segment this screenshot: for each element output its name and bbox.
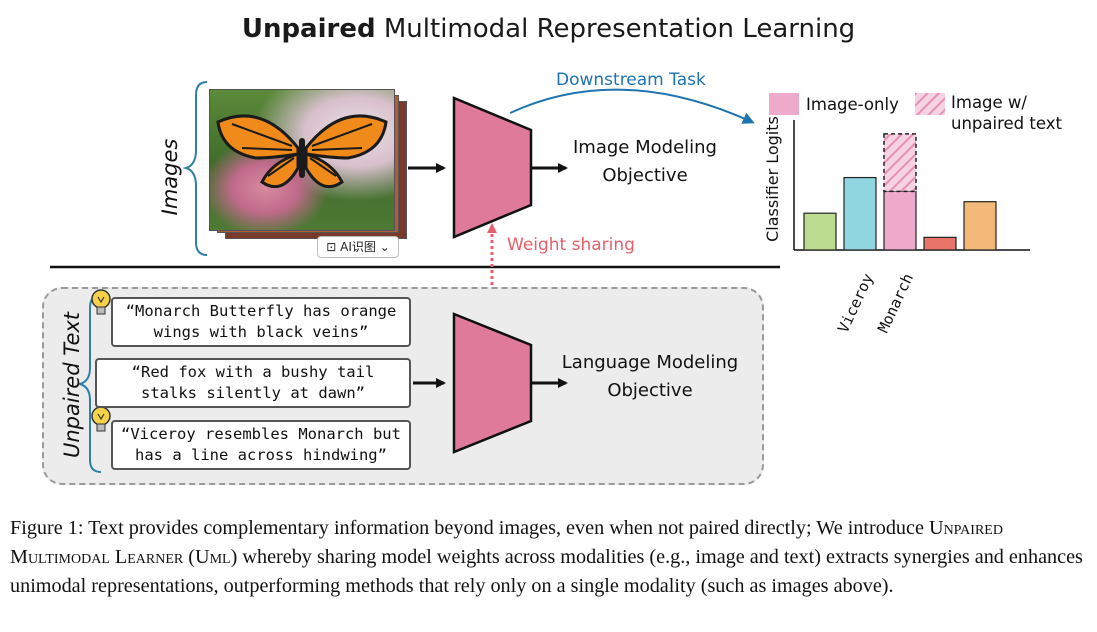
downstream-task-label: Downstream Task [556, 70, 706, 90]
chart-bar-unpaired-boost [883, 133, 917, 193]
diagram-canvas [50, 81, 780, 332]
legend-label: Image-only [806, 95, 899, 114]
diagram-canvas-lower [76, 289, 568, 473]
ai-recognition-button[interactable]: ⊡ AI识图 ⌄ [317, 236, 399, 258]
figure-title: Unpaired Multimodal Representation Learn… [241, 14, 856, 44]
classifier-logits-chart [793, 120, 1030, 251]
lightbulb-icon [91, 289, 111, 315]
chart-bar [883, 190, 917, 251]
chart-bar [803, 212, 837, 251]
chart-bar [963, 201, 997, 251]
downstream-arrow [509, 88, 755, 124]
scan-icon: ⊡ [326, 240, 341, 254]
chart-bar [843, 176, 877, 251]
unpaired-text-label: Unpaired Text [60, 311, 84, 459]
weight-sharing-label: Weight sharing [507, 235, 635, 255]
figure-caption: Figure 1: Text provides complementary in… [10, 517, 1083, 597]
legend-swatch-image-only [769, 93, 799, 115]
chart-bar [923, 236, 957, 251]
monarch-butterfly-photo [209, 89, 395, 231]
text-encoder [452, 312, 533, 454]
images-label: Images [158, 138, 182, 216]
lightbulb-icon [91, 406, 111, 432]
text-bracket [76, 294, 102, 473]
legend-swatch-unpaired [915, 93, 945, 115]
images-bracket [182, 81, 208, 256]
butterfly-illustration [216, 114, 388, 189]
image-encoder [452, 96, 533, 239]
legend-label: Image w/unpaired text [951, 93, 1062, 133]
chart-ylabel: Classifier Logits [763, 116, 782, 242]
